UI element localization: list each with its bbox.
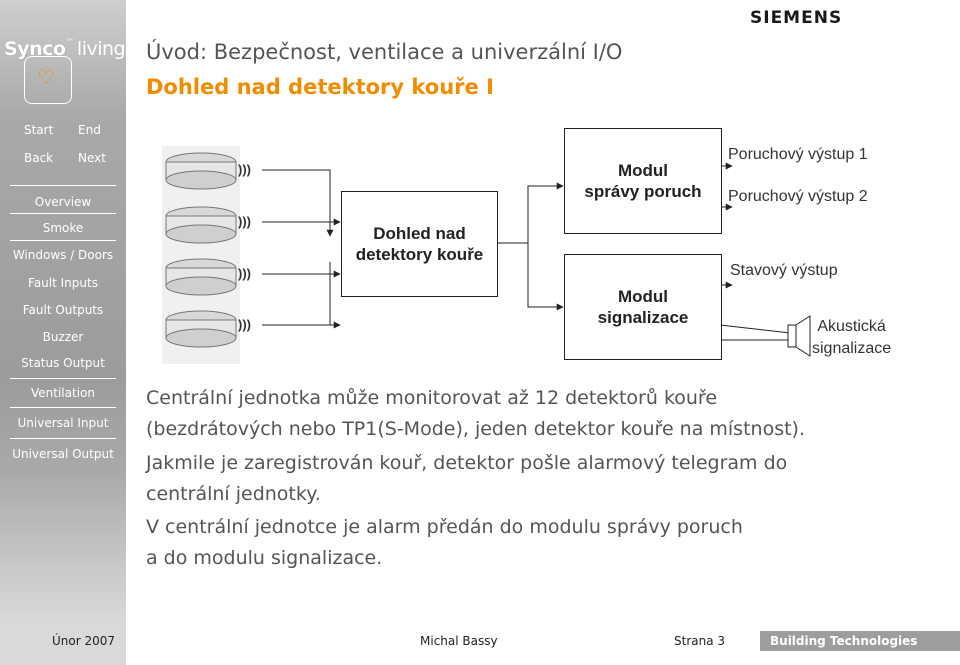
status-output-label: Stavový výstup [730, 262, 838, 279]
sidebar-item-fault-outputs[interactable]: Fault Outputs [22, 303, 104, 317]
wireless-signal-icon: ))) [238, 266, 251, 281]
fault-output-1-label: Poruchový výstup 1 [728, 146, 868, 163]
sidebar-item-status-output[interactable]: Status Output [21, 356, 105, 370]
body-paragraph-3-line-1: V centrální jednotce je alarm předán do … [146, 516, 743, 538]
sidebar-item-fault-inputs[interactable]: Fault Inputs [28, 276, 98, 290]
start-button[interactable]: Start [24, 123, 54, 137]
wireless-signal-icon: ))) [238, 162, 251, 177]
smoke-detector-monitoring-box: Dohled nad detektory kouře [341, 191, 498, 297]
sidebar-item-overview[interactable]: Overview [34, 195, 92, 209]
sidebar-item-windows-doors[interactable]: Windows / Doors [12, 248, 114, 262]
signaling-module-box: Modul signalizace [564, 254, 722, 360]
page-title: Úvod: Bezpečnost, ventilace a univerzáln… [146, 40, 623, 64]
footer-author: Michal Bassy [420, 634, 498, 648]
sidebar-divider [10, 213, 116, 214]
footer-date: Únor 2007 [52, 634, 116, 648]
sidebar-divider [10, 240, 116, 241]
sidebar-divider [10, 185, 116, 186]
sidebar-divider [10, 378, 116, 379]
sidebar-item-buzzer[interactable]: Buzzer [42, 330, 84, 344]
body-paragraph-2-line-1: Jakmile je zaregistrován kouř, detektor … [146, 452, 788, 474]
speaker-icon [787, 315, 811, 357]
sidebar-item-smoke[interactable]: Smoke [42, 221, 84, 235]
acoustic-signal-label: Akustická signalizace [812, 318, 892, 357]
next-button[interactable]: Next [78, 151, 106, 165]
body-paragraph-1-line-2: (bezdrátových nebo TP1(S-Mode), jeden de… [146, 418, 805, 440]
page-subtitle: Dohled nad detektory kouře I [146, 75, 494, 99]
smoke-detector-icon [165, 152, 237, 190]
smoke-detector-icon [165, 258, 237, 296]
sidebar-divider [10, 438, 116, 439]
smoke-detector-icon [165, 310, 237, 348]
building-technologies-banner: Building Technologies [760, 631, 960, 651]
smoke-detector-images [162, 146, 240, 364]
back-button[interactable]: Back [24, 151, 54, 165]
smoke-detector-icon [165, 206, 237, 244]
body-paragraph-3-line-2: a do modulu signalizace. [146, 547, 383, 569]
sidebar-item-universal-output[interactable]: Universal Output [12, 447, 114, 461]
fault-output-2-label: Poruchový výstup 2 [728, 188, 868, 205]
fault-management-module-box: Modul správy poruch [564, 128, 722, 234]
heart-logo-icon: ♡ [24, 56, 72, 104]
sidebar-divider [10, 407, 116, 408]
siemens-logo: SIEMENS [750, 8, 843, 28]
sidebar-item-ventilation[interactable]: Ventilation [31, 386, 95, 400]
end-button[interactable]: End [78, 123, 101, 137]
body-paragraph-1-line-1: Centrální jednotka může monitorovat až 1… [146, 387, 718, 409]
body-paragraph-2-line-2: centrální jednotky. [146, 483, 321, 505]
wireless-signal-icon: ))) [238, 214, 251, 229]
footer-page-number: Strana 3 [674, 634, 726, 648]
sidebar-item-universal-input[interactable]: Universal Input [17, 416, 109, 430]
wireless-signal-icon: ))) [238, 317, 251, 332]
